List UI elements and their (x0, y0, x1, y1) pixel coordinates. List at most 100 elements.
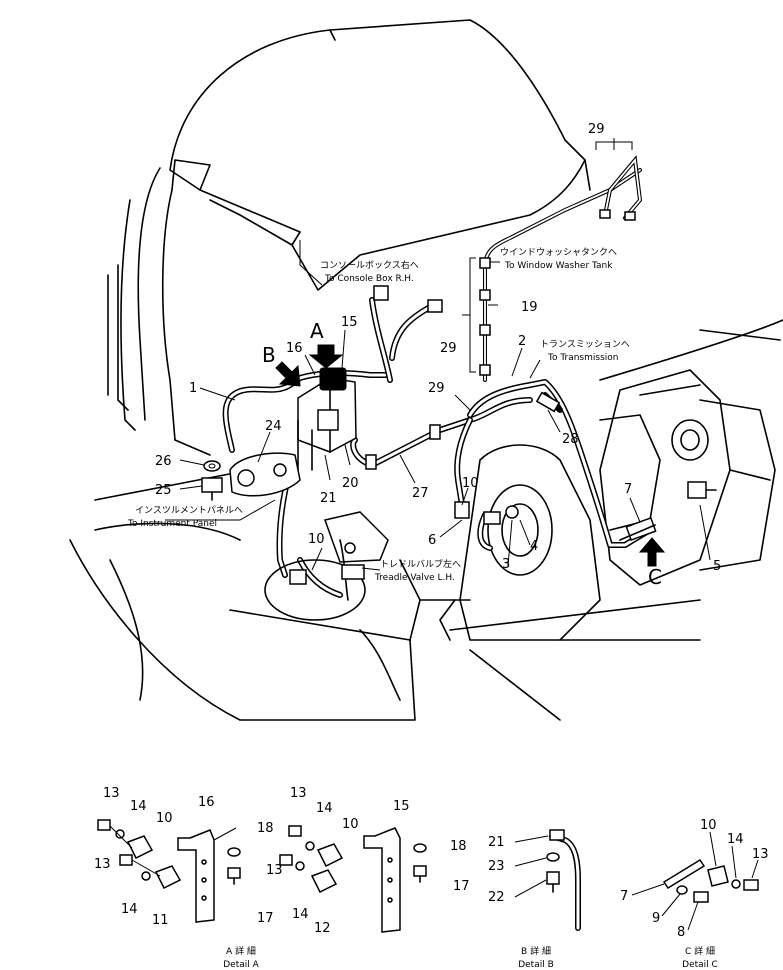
converter-housing (439, 444, 601, 641)
callout-6: 6 (428, 533, 436, 548)
callout-28: 28 (562, 432, 579, 447)
detail-b-22: 22 (488, 890, 505, 905)
note-console-jp: コンソールボックス右へ (320, 259, 419, 271)
callout-27: 27 (412, 486, 429, 501)
callout-20: 20 (342, 476, 359, 491)
callout-29-mid: 29 (428, 381, 445, 396)
detail-a2-15: 15 (393, 799, 410, 814)
view-arrow-c (638, 537, 666, 567)
detail-c-13: 13 (752, 847, 769, 862)
treadle-valve (324, 511, 389, 601)
callout-21: 21 (320, 491, 337, 506)
callout-5: 5 (713, 559, 721, 574)
callout-10-lower: 10 (308, 532, 325, 547)
note-trans-en: To Transmission (547, 353, 618, 363)
view-letter-c: C (648, 565, 662, 589)
destination-notes: コンソールボックス右へ To Console Box R.H. ウインドウォッシ… (127, 247, 630, 583)
callout-29-left: 29 (440, 341, 457, 356)
detail-b-caption-jp: B 詳 細 (521, 945, 551, 957)
machine-body (69, 319, 783, 721)
detail-c: 10 14 13 7 9 8 C 詳 細 Detail C (620, 818, 769, 970)
pipe-2 (467, 379, 653, 548)
bolt-13a (97, 819, 111, 831)
bracket-15 (363, 827, 401, 933)
detail-c-8: 8 (677, 925, 685, 940)
callout-26: 26 (155, 454, 172, 469)
pipe-27 (350, 397, 533, 470)
callout-numbers: 1 2 3 4 5 6 7 10 10 15 16 19 20 21 24 25… (155, 122, 721, 574)
view-arrow-b (275, 361, 301, 387)
note-washer-jp: ウインドウォッシャタンクへ (500, 247, 617, 258)
bolt-25 (201, 477, 223, 501)
callout-2: 2 (518, 334, 526, 349)
detail-b-21: 21 (488, 835, 505, 850)
detail-a2-17: 17 (453, 879, 470, 894)
pipe-6 (454, 417, 519, 551)
note-instr-jp: インスツルメントパネルへ (135, 505, 243, 516)
detail-a2-12: 12 (314, 921, 331, 936)
callout-7: 7 (624, 482, 632, 497)
detail-a2-18: 18 (450, 839, 467, 854)
detail-a-13b: 13 (94, 857, 111, 872)
callout-3: 3 (502, 557, 510, 572)
note-console-en: To Console Box R.H. (324, 274, 414, 284)
detail-a-caption-jp: A 詳 細 (226, 945, 256, 957)
plate-7 (662, 858, 706, 890)
callout-16: 16 (286, 341, 303, 356)
clamp-12 (310, 869, 338, 894)
clamp-10c (707, 865, 729, 887)
detail-b: 21 23 22 B 詳 細 Detail B (488, 829, 581, 970)
clamp-11 (154, 865, 182, 890)
note-instr-en: To Instrument Panel (127, 519, 217, 529)
view-letter-b: B (262, 343, 276, 367)
detail-a2-14b: 14 (292, 907, 309, 922)
washer-26 (203, 460, 221, 472)
view-arrow-a (308, 344, 344, 369)
detail-a2-14a: 14 (316, 801, 333, 816)
callout-1: 1 (189, 381, 197, 396)
note-treadle-en: Treadle Valve L.H. (374, 573, 455, 583)
detail-a-14b: 14 (121, 902, 138, 917)
detail-a-13a: 13 (103, 786, 120, 801)
detail-a-17: 17 (257, 911, 274, 926)
bracket-15-16 (297, 367, 357, 471)
block-24 (229, 452, 301, 497)
leader-lines (165, 138, 711, 571)
washer-pipe-29 (479, 155, 643, 382)
callout-29-top: 29 (588, 122, 605, 137)
detail-c-10: 10 (700, 818, 717, 833)
note-washer-en: To Window Washer Tank (504, 261, 613, 271)
console-wire (369, 285, 443, 383)
detail-a: 13 14 10 16 18 13 14 11 17 A 詳 細 Detail … (94, 786, 274, 970)
bracket-16 (177, 829, 215, 923)
callout-4: 4 (530, 539, 538, 554)
detail-a-14a: 14 (130, 799, 147, 814)
sender-7 (619, 517, 657, 541)
detail-a2-13a: 13 (290, 786, 307, 801)
transmission (599, 369, 776, 586)
callout-15: 15 (341, 315, 358, 330)
bolt-13b (119, 854, 133, 866)
detail-a2-13b: 13 (266, 863, 283, 878)
cab-roof (169, 19, 591, 291)
detail-c-9: 9 (652, 911, 660, 926)
view-letters: A B C (262, 319, 662, 589)
note-trans-jp: トランスミッションへ (540, 339, 630, 350)
callout-19: 19 (521, 300, 538, 315)
detail-c-14: 14 (727, 832, 744, 847)
detail-a-caption-en: Detail A (223, 960, 259, 970)
callout-10-upper: 10 (462, 476, 479, 491)
clamp-10 (126, 835, 154, 860)
detail-a-11: 11 (152, 913, 169, 928)
detail-c-caption-en: Detail C (682, 960, 718, 970)
detail-a-16: 16 (198, 795, 215, 810)
detail-a-18: 18 (257, 821, 274, 836)
detail-a-15: 13 14 10 15 18 13 14 12 17 (266, 786, 470, 936)
bracket-19-29 (469, 257, 476, 373)
detail-b-caption-en: Detail B (518, 960, 554, 970)
detail-a-10: 10 (156, 811, 173, 826)
view-letter-a: A (310, 319, 324, 343)
callout-24: 24 (265, 419, 282, 434)
note-treadle-jp: トレドルバルブ左へ (380, 558, 461, 570)
